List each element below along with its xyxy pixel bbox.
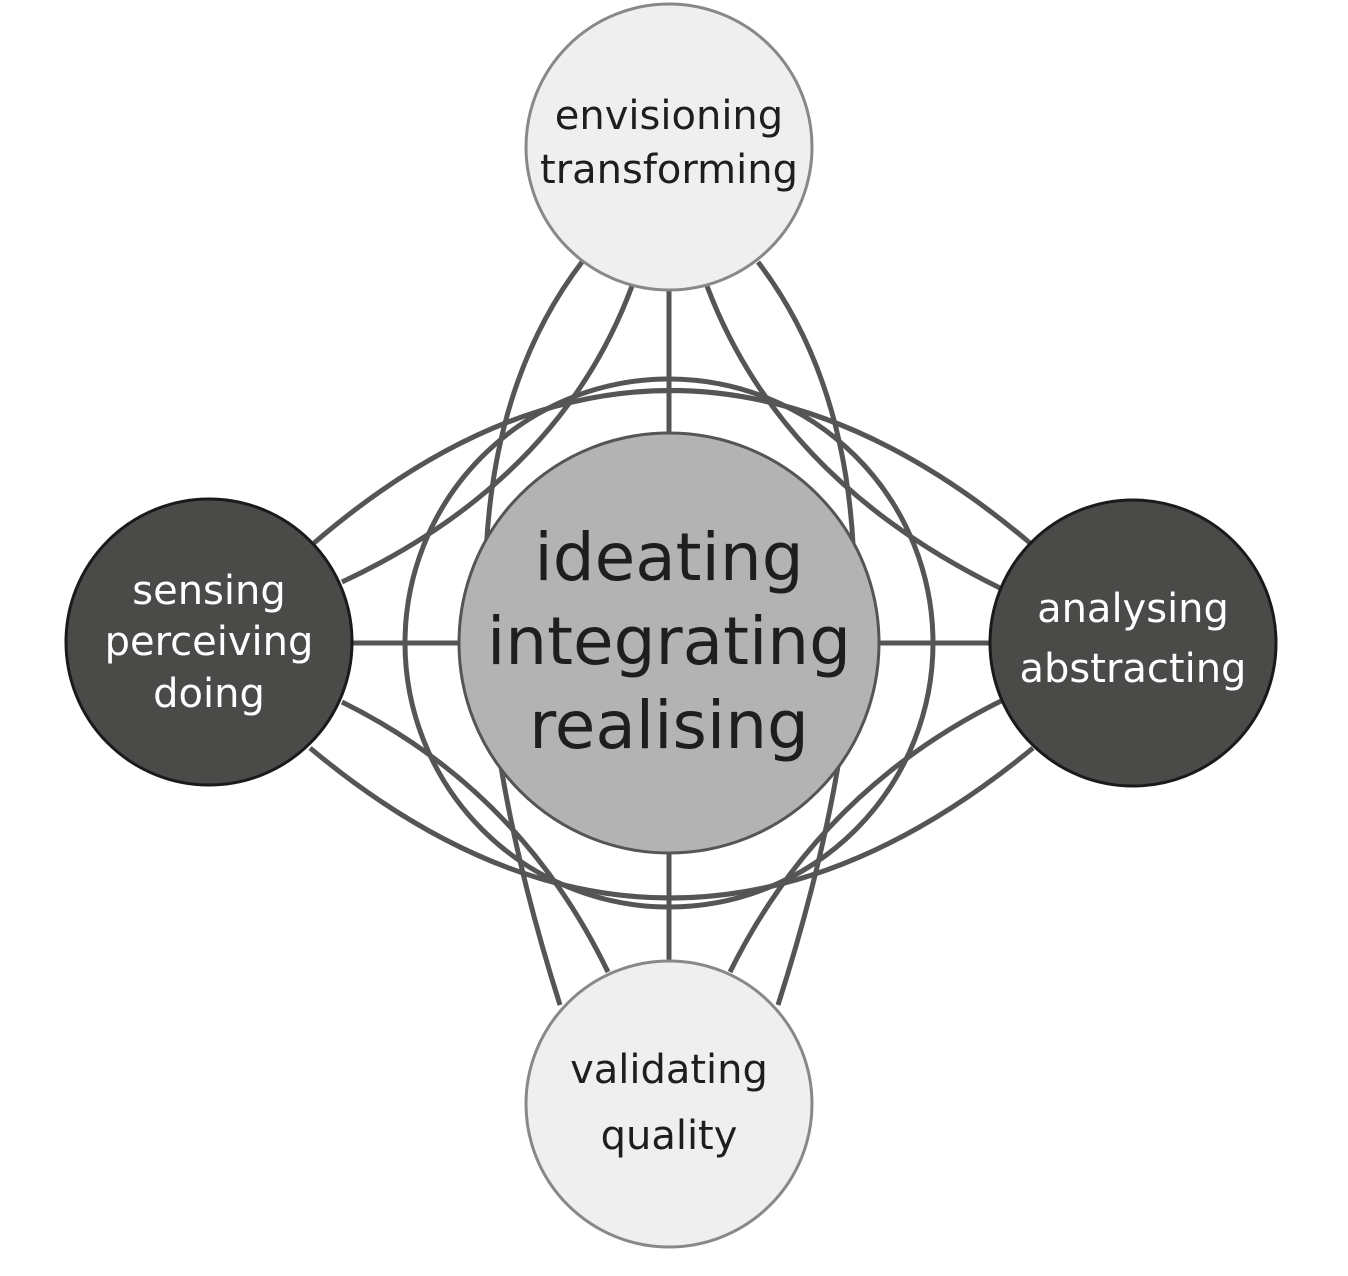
connectors (308, 260, 1035, 1006)
node-top-line-1: envisioning (555, 93, 783, 139)
node-right-line-1: analysing (1037, 586, 1229, 632)
node-left-circle (64, 497, 354, 787)
node-bottom-circle (524, 959, 814, 1249)
arc-top-left-inner (340, 285, 635, 585)
node-left-line-1: sensing (132, 568, 286, 614)
node-right-circle (988, 498, 1278, 788)
node-right-line-2: abstracting (1020, 646, 1247, 692)
node-center-line-1: ideating (534, 519, 803, 596)
node-center-circle (457, 431, 881, 855)
node-center-line-2: integrating (487, 603, 851, 680)
node-top-circle (524, 2, 814, 292)
node-top: envisioning transforming (524, 2, 814, 292)
node-left-line-3: doing (153, 671, 265, 717)
lens-upper (312, 388, 1032, 545)
node-bottom: validating quality (524, 959, 814, 1249)
node-left-line-2: perceiving (105, 619, 314, 665)
node-bottom-line-1: validating (570, 1047, 768, 1093)
node-bottom-line-2: quality (601, 1113, 738, 1159)
arc-bottom-left-inner (340, 699, 611, 974)
node-top-line-2: transforming (540, 147, 798, 193)
node-center: ideating integrating realising (457, 431, 881, 855)
node-center-line-3: realising (529, 687, 809, 764)
arc-top-right-inner (704, 285, 1002, 591)
lens-lower (308, 746, 1035, 901)
node-right: analysing abstracting (988, 498, 1278, 788)
node-left: sensing perceiving doing (64, 497, 354, 787)
arc-bottom-right-inner (727, 697, 1005, 974)
